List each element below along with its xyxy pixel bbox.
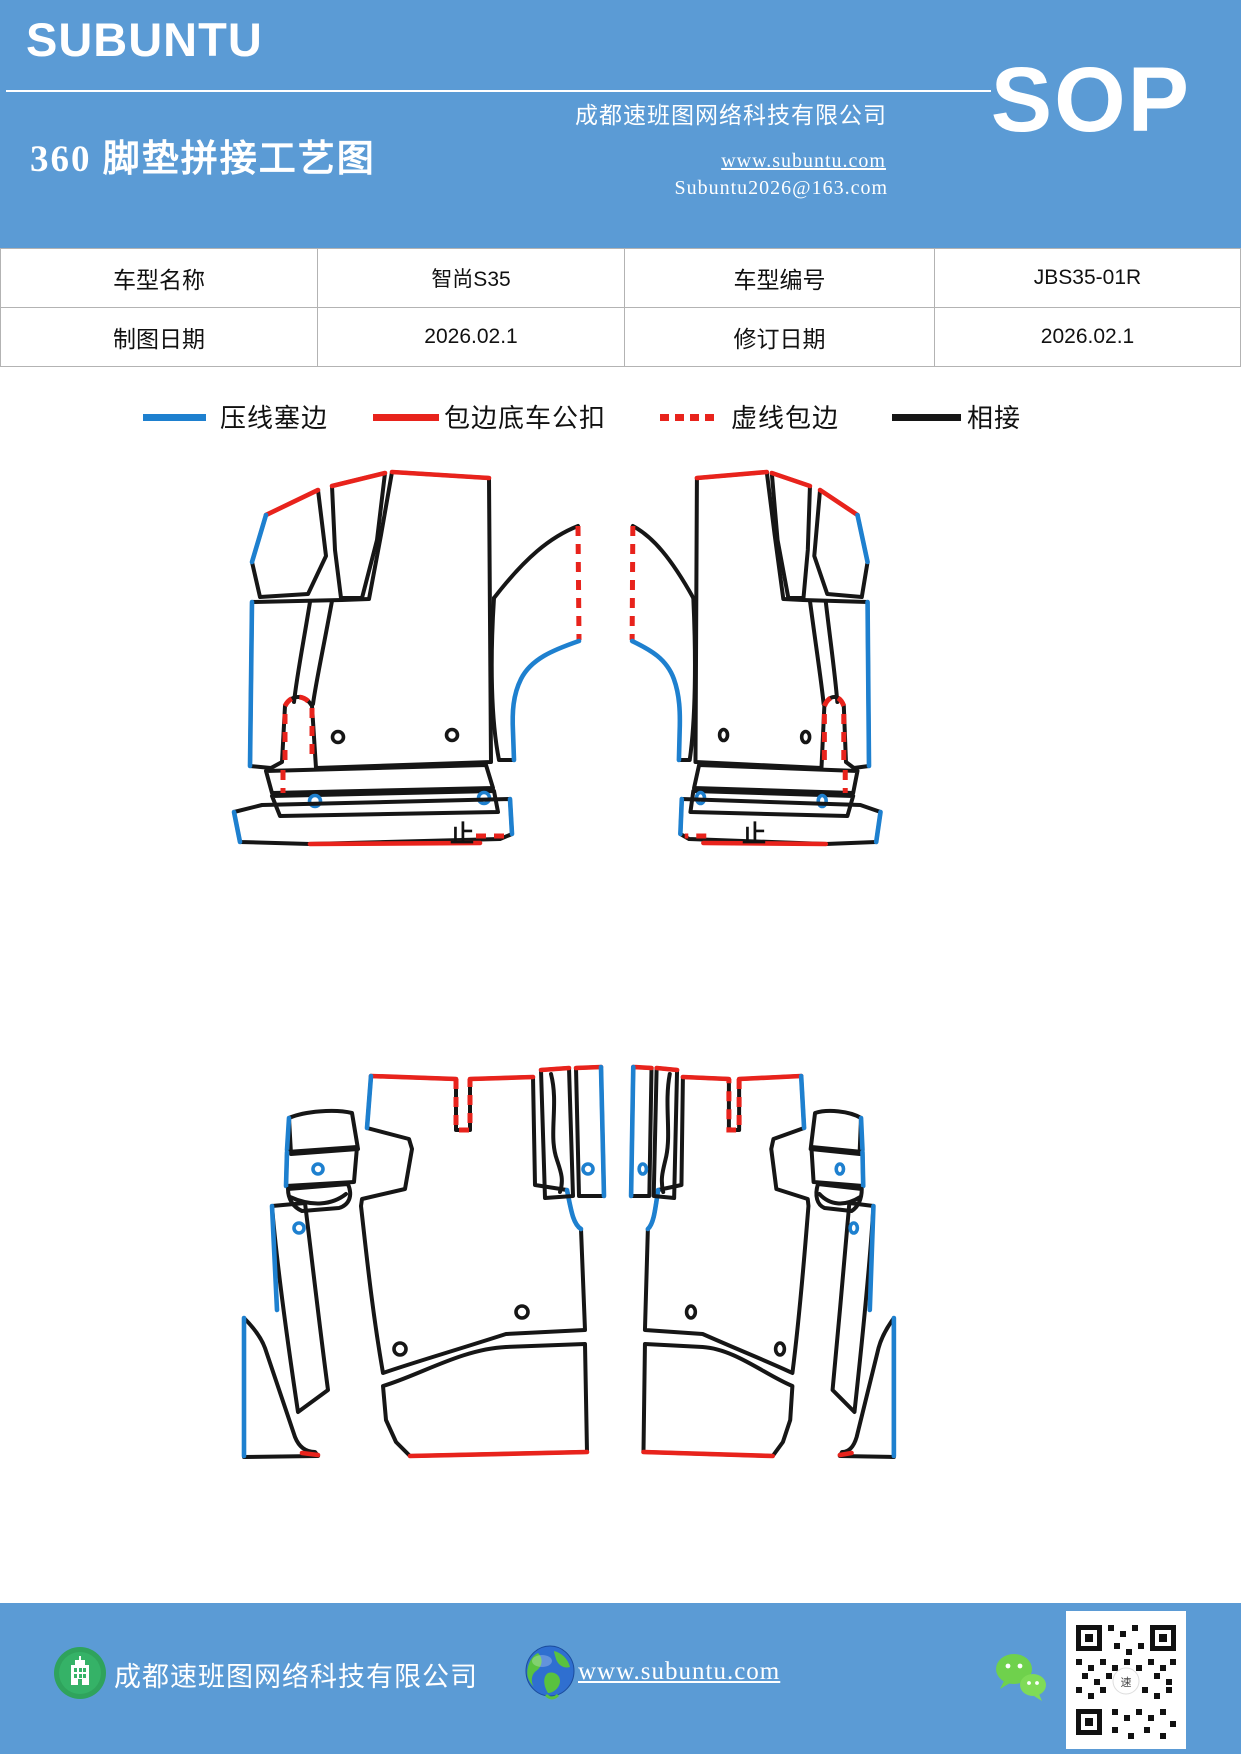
legend-label-1: 包边底车公扣 [444, 404, 607, 433]
sop-label: SOP [990, 49, 1191, 151]
model-name-value: 智尚S35 [318, 249, 625, 308]
header-website-link[interactable]: www.subuntu.com [721, 150, 886, 172]
legend-swatch-blue-solid [143, 414, 206, 421]
globe-icon [525, 1645, 575, 1700]
legend-label-2: 虚线包边 [731, 404, 840, 433]
header-banner: SUBUNTU 360 脚垫拼接工艺图 成都速班图网络科技有限公司 www.su… [0, 0, 1241, 248]
wechat-icon [996, 1654, 1046, 1701]
stop-mark-left: 止 [450, 821, 474, 848]
rear-mats-group [244, 1067, 894, 1457]
front-right-mat [632, 472, 880, 844]
footer-website-link[interactable]: www.subuntu.com [578, 1658, 781, 1685]
stop-mark-right: 止 [742, 821, 766, 848]
legend-swatch-black-solid [892, 414, 961, 421]
legend-swatch-red-solid [373, 414, 439, 421]
svg-text:速: 速 [1121, 1676, 1132, 1689]
draw-date-value: 2026.02.1 [318, 308, 625, 367]
front-left-mat [234, 472, 579, 844]
footer-company-name: 成都速班图网络科技有限公司 [114, 1662, 478, 1692]
vehicle-info-table: 车型名称 智尚S35 车型编号 JBS35-01R 制图日期 2026.02.1… [0, 248, 1241, 368]
legend-label-3: 相接 [967, 404, 1022, 433]
draw-date-label: 制图日期 [0, 308, 318, 367]
brand-logo-text: SUBUNTU [26, 13, 263, 66]
model-name-label: 车型名称 [0, 249, 318, 308]
legend-label-0: 压线塞边 [220, 404, 329, 433]
front-mats-group: 止 止 [234, 472, 881, 848]
header-company-name: 成都速班图网络科技有限公司 [575, 103, 887, 128]
header-divider [6, 90, 991, 92]
company-building-icon [54, 1647, 106, 1699]
rear-right-mat [631, 1067, 894, 1457]
page-title: 360 脚垫拼接工艺图 [30, 139, 376, 180]
header-email[interactable]: Subuntu2026@163.com [674, 177, 888, 199]
revise-date-label: 修订日期 [625, 308, 935, 367]
legend-swatch-red-dashed [660, 414, 720, 421]
qr-code: 速 [1066, 1611, 1186, 1749]
footer-banner: 成都速班图网络科技有限公司 www.subuntu.com [0, 1603, 1241, 1754]
rear-left-mat [244, 1067, 604, 1457]
line-legend: 压线塞边 包边底车公扣 虚线包边 相接 [0, 398, 1241, 440]
model-code-label: 车型编号 [625, 249, 935, 308]
